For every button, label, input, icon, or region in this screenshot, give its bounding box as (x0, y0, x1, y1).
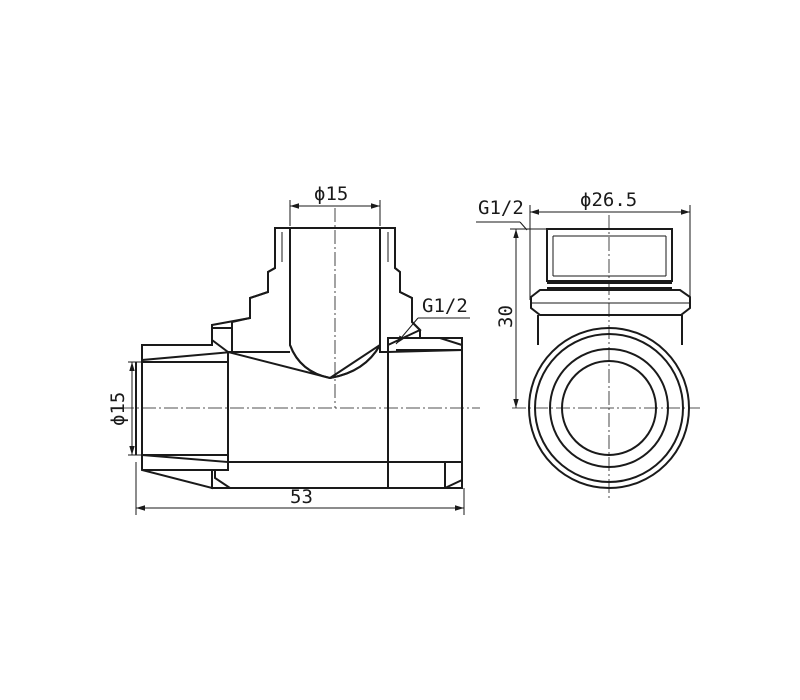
front-section-view: ϕ15 G1/2 ϕ15 53 (107, 183, 480, 515)
side-collar (530, 289, 691, 345)
dim-side-diameter-label: ϕ26.5 (580, 189, 637, 211)
dim-side-thread-label: G1/2 (478, 197, 524, 219)
dim-side-thread: G1/2 (476, 197, 528, 231)
dim-right-thread-label: G1/2 (422, 295, 468, 317)
dim-top-diameter-label: ϕ15 (314, 183, 348, 205)
dim-length-label: 53 (290, 486, 313, 508)
side-hex-nut (546, 228, 673, 289)
dim-left-diameter-label: ϕ15 (107, 392, 129, 426)
dim-left-diameter: ϕ15 (107, 361, 142, 456)
dim-side-height: 30 (495, 228, 547, 408)
dim-side-height-label: 30 (495, 305, 517, 328)
dim-top-diameter: ϕ15 (289, 183, 381, 226)
dim-length: 53 (135, 462, 465, 515)
dim-right-thread: G1/2 (395, 295, 470, 345)
dim-side-diameter: ϕ26.5 (529, 189, 691, 300)
front-outline (135, 227, 463, 489)
side-view: ϕ26.5 G1/2 30 (476, 189, 700, 500)
hatched-walls (141, 227, 463, 490)
